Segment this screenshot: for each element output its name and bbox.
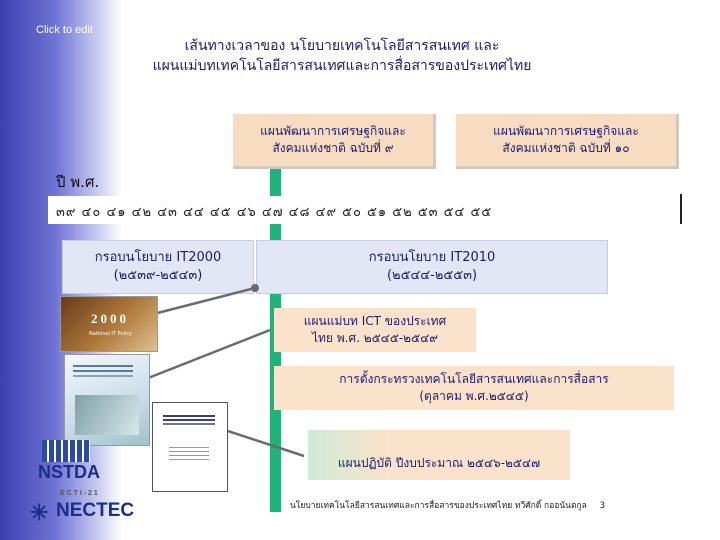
nectec-emblem-icon: ✳ xyxy=(30,500,49,525)
ict-masterplan-line-2: ไทย พ.ศ. ๒๕๔๕-๒๕๔๙ xyxy=(311,331,439,345)
plan-9-box: แผนพัฒนาการเศรษฐกิจและ สังคมแห่งชาติ ฉบั… xyxy=(233,114,436,169)
click-to-edit-placeholder[interactable]: Click to edit xyxy=(36,24,93,36)
cover-photo xyxy=(75,395,139,435)
nstda-wordmark: NSTDA xyxy=(38,462,100,482)
page-number: 3 xyxy=(599,501,605,511)
ministry-founding-line-2: (ตุลาคม พ.ศ.๒๕๔๕) xyxy=(419,389,529,403)
nectec-subtitle: E C T I - 2 1 xyxy=(60,490,98,497)
connector-it2000-dot-end xyxy=(251,284,259,292)
connector-masterplan xyxy=(137,328,271,384)
ministry-founding-box: การตั้งกระทรวงเทคโนโลยีสารสนเทศและการสื่… xyxy=(274,366,674,410)
it2000-cover-title: 2000 xyxy=(91,311,129,326)
plan-10-line-1: แผนพัฒนาการเศรษฐกิจและ xyxy=(493,124,639,138)
title-line-2: แผนแม่บทเทคโนโลยีสารสนเทศและการสื่อสารขอ… xyxy=(152,58,532,74)
year-axis-label: ปี พ.ศ. xyxy=(56,173,100,191)
ministry-founding-line-1: การตั้งกระทรวงเทคโนโลยีสารสนเทศและการสื่… xyxy=(339,372,609,386)
footer-text: นโยบายเทคโนโลยีสารสนเทศและการสื่อสารของป… xyxy=(290,501,587,511)
framework-it2010-title: กรอบนโยบาย IT2010 xyxy=(368,250,496,265)
title-line-1: เส้นทางเวลาของ นโยบายเทคโนโลยีสารสนเทศ แ… xyxy=(184,38,500,54)
nectec-wordmark: NECTEC xyxy=(56,500,135,521)
framework-it2000-range: (๒๕๓๙-๒๕๔๓) xyxy=(113,268,203,283)
slide-footer: นโยบายเทคโนโลยีสารสนเทศและการสื่อสารของป… xyxy=(290,498,605,512)
plan-9-line-1: แผนพัฒนาการเศรษฐกิจและ xyxy=(260,124,406,138)
plan-10-line-2: สังคมแห่งชาติ ฉบับที่ ๑๐ xyxy=(502,141,630,155)
ict-masterplan-box: แผนแม่บท ICT ของประเทศ ไทย พ.ศ. ๒๕๔๕-๒๕๔… xyxy=(274,308,476,352)
timeline-strip xyxy=(48,196,680,224)
plan-10-box: แผนพัฒนาการเศรษฐกิจและ สังคมแห่งชาติ ฉบั… xyxy=(456,114,679,169)
year-ticks: ๓๙ ๔๐ ๔๑ ๔๒ ๔๓ ๔๔ ๔๕ ๔๖ ๔๗ ๔๘ ๔๙ ๕๐ ๕๑ ๕… xyxy=(56,205,493,220)
ict-masterplan-line-1: แผนแม่บท ICT ของประเทศ xyxy=(303,314,447,328)
framework-it2010-range: (๒๕๔๔-๒๕๕๓) xyxy=(386,268,478,283)
framework-it2000-title: กรอบนโยบาย IT2000 xyxy=(94,250,222,265)
action-plan-line-1: แผนปฏิบัติ ปีงบประมาณ ๒๕๔๖-๒๕๔๗ xyxy=(337,455,541,470)
nstda-logo: NSTDA xyxy=(36,440,100,486)
cover-header-lines xyxy=(163,415,215,417)
nectec-logo: ✳ E C T I - 2 1 NECTEC xyxy=(30,490,134,526)
cover-body-lines xyxy=(169,447,209,448)
timeline-end-marker xyxy=(680,194,682,224)
framework-it2000-box: กรอบนโยบาย IT2000 (๒๕๓๙-๒๕๔๓) xyxy=(62,240,254,294)
action-plan-box: แผนปฏิบัติ ปีงบประมาณ ๒๕๔๖-๒๕๔๗ xyxy=(308,430,570,480)
cover-text-lines xyxy=(73,365,133,367)
plan-9-line-2: สังคมแห่งชาติ ฉบับที่ ๙ xyxy=(272,141,394,155)
framework-it2010-box: กรอบนโยบาย IT2010 (๒๕๔๔-๒๕๕๓) xyxy=(256,240,608,294)
it2000-cover-thumbnail: 2000 National IT Policy xyxy=(60,296,158,352)
ict-masterplan-cover-thumbnail xyxy=(64,354,150,446)
nstda-emblem xyxy=(42,440,90,462)
it2000-cover-subtitle: National IT Policy xyxy=(89,331,132,337)
slide-title: เส้นทางเวลาของ นโยบายเทคโนโลยีสารสนเทศ แ… xyxy=(122,36,562,76)
action-plan-cover-thumbnail xyxy=(152,402,228,492)
